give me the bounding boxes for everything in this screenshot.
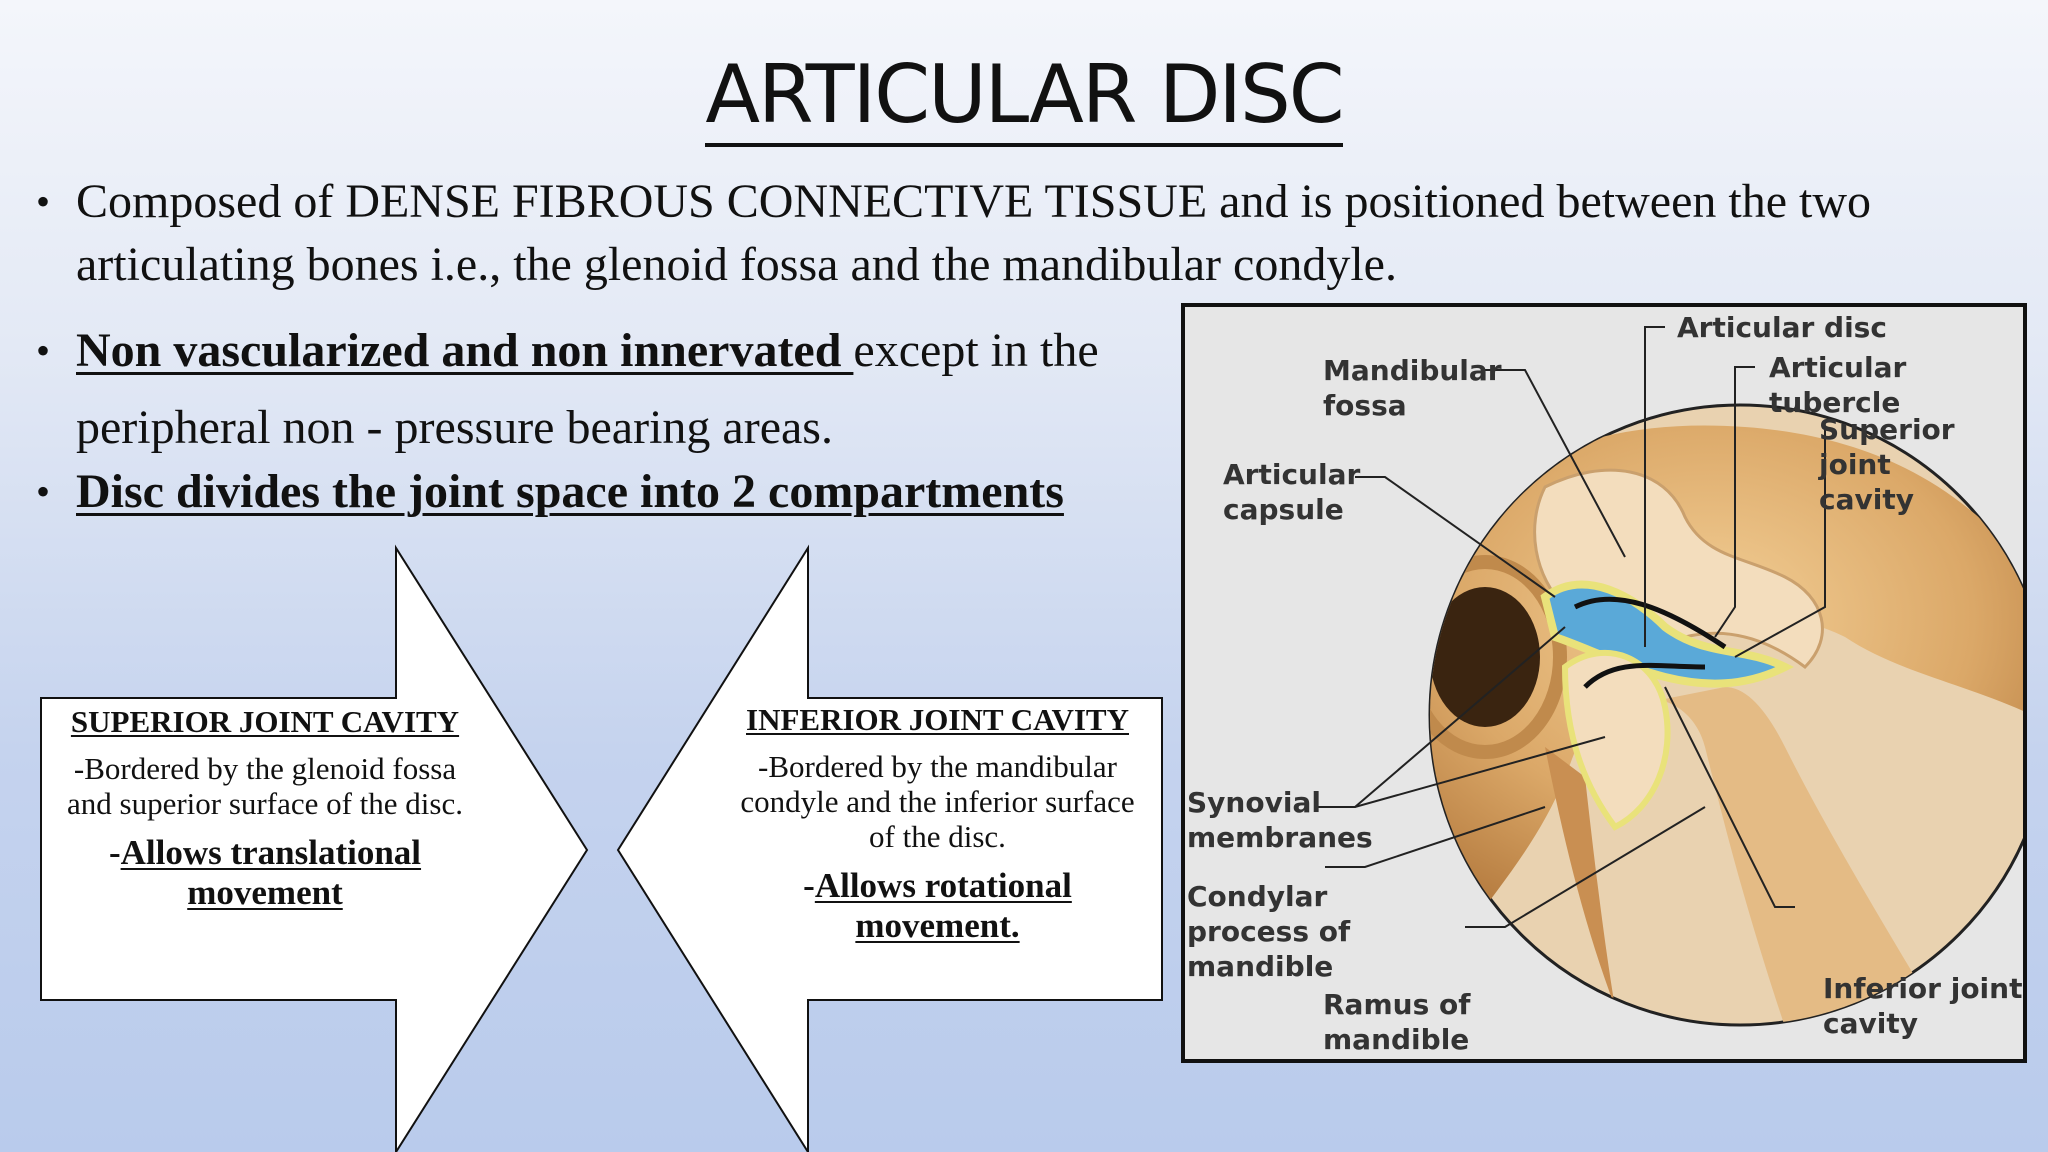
- label-superior-joint-cavity: Superior joint cavity: [1819, 413, 1955, 516]
- bullet-vascularization: • Non vascularized and non innervated ex…: [36, 312, 1136, 466]
- inferior-arrow: [1583, 662, 1706, 689]
- bullet-rest: except in the peripheral non - pressure …: [76, 324, 1099, 454]
- bullet-dot: •: [36, 179, 51, 224]
- label-inferior-joint-cavity: Inferior joint cavity: [1823, 972, 2023, 1040]
- leader-inferior-cavity: [1664, 686, 1795, 908]
- superior-allows: -Allows translational movement: [60, 833, 470, 913]
- leader-articular-tubercle: [1714, 366, 1755, 638]
- label-articular-capsule: Articular capsule: [1223, 458, 1361, 526]
- superior-arrow: [1573, 596, 1727, 650]
- superior-heading: SUPERIOR JOINT CAVITY: [70, 704, 460, 739]
- label-ramus-of-mandible: Ramus of mandible: [1323, 988, 1471, 1056]
- inferior-allows: -Allows rotational movement.: [730, 866, 1145, 946]
- superior-body: -Bordered by the glenoid fossa and super…: [67, 751, 463, 821]
- inferior-heading: INFERIOR JOINT CAVITY: [746, 702, 1129, 737]
- bullet-text: Disc divides the joint space into 2 comp…: [76, 465, 1064, 518]
- bullet-text: Composed of DENSE FIBROUS CONNECTIVE TIS…: [76, 175, 1872, 291]
- tmj-diagram: Articular disc Articular tubercle Mandib…: [1181, 303, 2027, 1063]
- label-condylar-process: Condylar process of mandible: [1187, 880, 1351, 983]
- dash: -: [803, 866, 815, 905]
- superior-cavity-box: SUPERIOR JOINT CAVITY -Bordered by the g…: [60, 704, 470, 913]
- ear-canal: [1430, 587, 1540, 727]
- bullet-compartments: • Disc divides the joint space into 2 co…: [36, 462, 1236, 522]
- inferior-body: -Bordered by the mandibular condyle and …: [740, 749, 1135, 854]
- bullet-emphasis: Non vascularized and non innervated: [76, 324, 854, 377]
- inferior-allows-text: Allows rotational movement.: [814, 866, 1072, 945]
- superior-allows-text: Allows translational movement: [120, 833, 422, 912]
- label-synovial-membranes: Synovial membranes: [1187, 786, 1373, 854]
- label-mandibular-fossa: Mandibular fossa: [1323, 354, 1502, 422]
- inferior-cavity-box: INFERIOR JOINT CAVITY -Bordered by the m…: [730, 702, 1145, 946]
- bullet-dot: •: [36, 469, 51, 514]
- tmj-illustration: [1315, 326, 2023, 1027]
- styloid-process: [1545, 747, 1615, 1007]
- leader-articular-disc: [1644, 326, 1665, 647]
- leader-mandibular-fossa: [1485, 369, 1626, 558]
- bullet-text: Non vascularized and non innervated exce…: [76, 312, 1136, 466]
- dash: -: [108, 833, 121, 872]
- leader-superior-cavity: [1734, 427, 1826, 658]
- leader-condylar: [1325, 806, 1546, 868]
- leader-synovial-2: [1315, 736, 1606, 808]
- leader-ramus: [1465, 806, 1706, 928]
- mandible-ramus: [1625, 687, 1945, 1025]
- slide-title: ARTICULAR DISC: [0, 48, 2048, 147]
- label-articular-disc: Articular disc: [1677, 311, 1887, 344]
- condyle-head: [1561, 649, 1671, 831]
- bullet-composition: • Composed of DENSE FIBROUS CONNECTIVE T…: [36, 170, 1876, 296]
- ear-canal-rim: [1430, 555, 1567, 759]
- bullet-dot: •: [36, 328, 51, 373]
- leader-articular-capsule: [1355, 476, 1556, 598]
- label-articular-tubercle: Articular tubercle: [1769, 351, 1907, 419]
- anatomy-group: [1430, 425, 2023, 1025]
- leader-lines: [1315, 326, 1826, 928]
